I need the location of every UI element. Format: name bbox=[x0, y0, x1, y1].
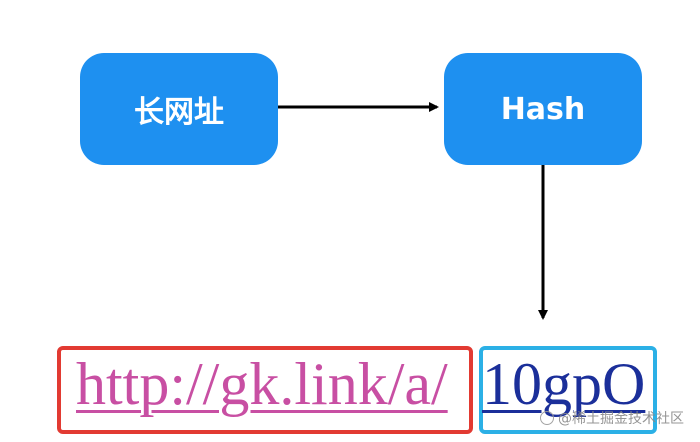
watermark-text: @稀土掘金技术社区 bbox=[558, 411, 684, 427]
url-prefix-link[interactable]: http://gk.link/a/ bbox=[76, 351, 448, 417]
url-code-link[interactable]: 10gpO bbox=[482, 351, 646, 417]
long-url-node: 长网址 bbox=[80, 53, 278, 165]
long-url-label: 长网址 bbox=[134, 95, 224, 130]
juejin-logo-icon bbox=[540, 411, 554, 425]
hash-node: Hash bbox=[444, 53, 642, 165]
watermark: @稀土掘金技术社区 bbox=[540, 408, 684, 428]
hash-label: Hash bbox=[500, 91, 586, 127]
url-code-box bbox=[479, 346, 657, 434]
url-prefix-box bbox=[57, 346, 473, 434]
